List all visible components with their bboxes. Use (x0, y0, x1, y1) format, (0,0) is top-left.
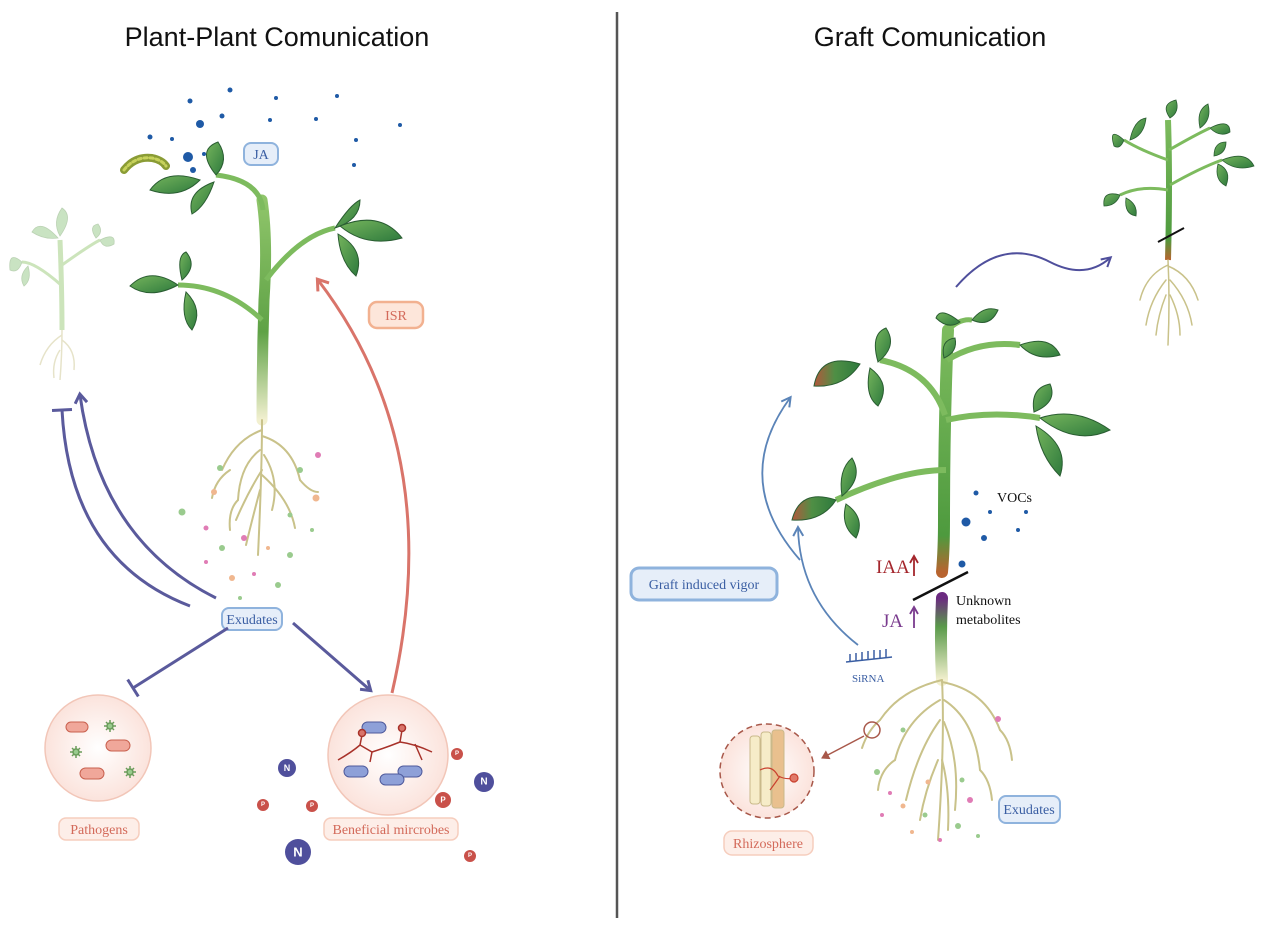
exudates-box-right: Exudates (998, 795, 1061, 824)
caterpillar-icon (120, 153, 170, 174)
magnify-marker (863, 721, 881, 739)
isr-label-box: ISR (367, 300, 425, 330)
ja-label-box: JA (243, 142, 279, 166)
mycorrhiza-icon (337, 723, 433, 763)
promotion-arrow-neighbour (80, 395, 217, 600)
beneficial-microbes-circle (327, 694, 449, 816)
main-plant (129, 141, 403, 556)
pathogens-circle (44, 694, 152, 802)
pathogens-label-box: Pathogens (58, 817, 140, 841)
hypha-icon (759, 767, 799, 791)
beneficial-bacterium-icon (343, 721, 423, 786)
fungal-spore-icon (70, 720, 136, 778)
ja-label-right: JA (882, 611, 903, 632)
ja-label: JA (253, 148, 269, 163)
neighbour-plant (9, 207, 115, 381)
left-exudate-dots (178, 452, 321, 600)
grafted-plant (791, 308, 1111, 578)
exudates-label-left: Exudates (226, 613, 277, 628)
sirna-icon (845, 649, 893, 663)
beneficial-label-box: Beneficial mircrobes (323, 817, 459, 841)
root-cell-icon (749, 729, 785, 809)
iaa-label: IAA (876, 557, 910, 578)
vigor-label-box: Graft induced vigor (629, 566, 779, 602)
arrow-to-beneficial (292, 621, 370, 690)
svg-text:P: P (468, 853, 472, 859)
graft-junction-icon (912, 570, 969, 602)
ja-signal-dots (147, 87, 402, 173)
svg-text:N: N (293, 845, 302, 860)
bacterium-icon (65, 721, 131, 780)
nitrogen-icon: N N N (278, 759, 494, 865)
exudates-box-left: Exudates (221, 607, 283, 631)
left-panel-title: Plant-Plant Comunication (125, 22, 430, 52)
svg-text:P: P (455, 751, 459, 757)
inhibition-arrow-pathogens (126, 626, 229, 698)
voc-dots (958, 490, 1028, 568)
transfer-arrow (955, 252, 1113, 288)
phosphorus-icon: P P P P P (257, 748, 476, 862)
exudates-label-right: Exudates (1003, 803, 1054, 818)
sirna-arrow-lower (792, 524, 859, 646)
voc-label: VOCs (997, 491, 1032, 506)
magnify-arrow (821, 735, 865, 760)
svg-text:N: N (480, 777, 487, 788)
svg-text:P: P (261, 802, 265, 808)
pathogens-label: Pathogens (70, 823, 128, 838)
left-panel: JA (9, 87, 494, 865)
svg-text:P: P (440, 796, 446, 805)
unknown-metabolites-line2: metabolites (956, 613, 1021, 628)
rootstock (861, 592, 1013, 841)
svg-text:N: N (284, 763, 291, 773)
rhizosphere-label: Rhizosphere (733, 837, 803, 852)
right-panel-title: Graft Comunication (814, 22, 1047, 52)
small-grafted-plant (1103, 99, 1255, 346)
sirna-arrow-upper (761, 395, 801, 561)
sirna-label: SiRNA (852, 673, 884, 685)
vigor-label: Graft induced vigor (649, 578, 760, 593)
isr-arrow (318, 280, 411, 694)
beneficial-label: Beneficial mircrobes (332, 823, 449, 838)
unknown-metabolites-line1: Unknown (956, 594, 1011, 609)
ja-indicator-right: JA (882, 605, 919, 632)
rhizosphere-label-box: Rhizosphere (723, 830, 814, 856)
iaa-indicator: IAA (876, 554, 919, 578)
svg-text:P: P (310, 803, 314, 809)
right-panel: VOCs IAA JA Unknown metabolites Graft in… (629, 99, 1255, 856)
inhibition-arrow-neighbour (51, 407, 191, 608)
right-exudate-dots (874, 716, 1001, 842)
isr-label: ISR (385, 309, 407, 324)
rhizosphere-circle (719, 723, 815, 819)
